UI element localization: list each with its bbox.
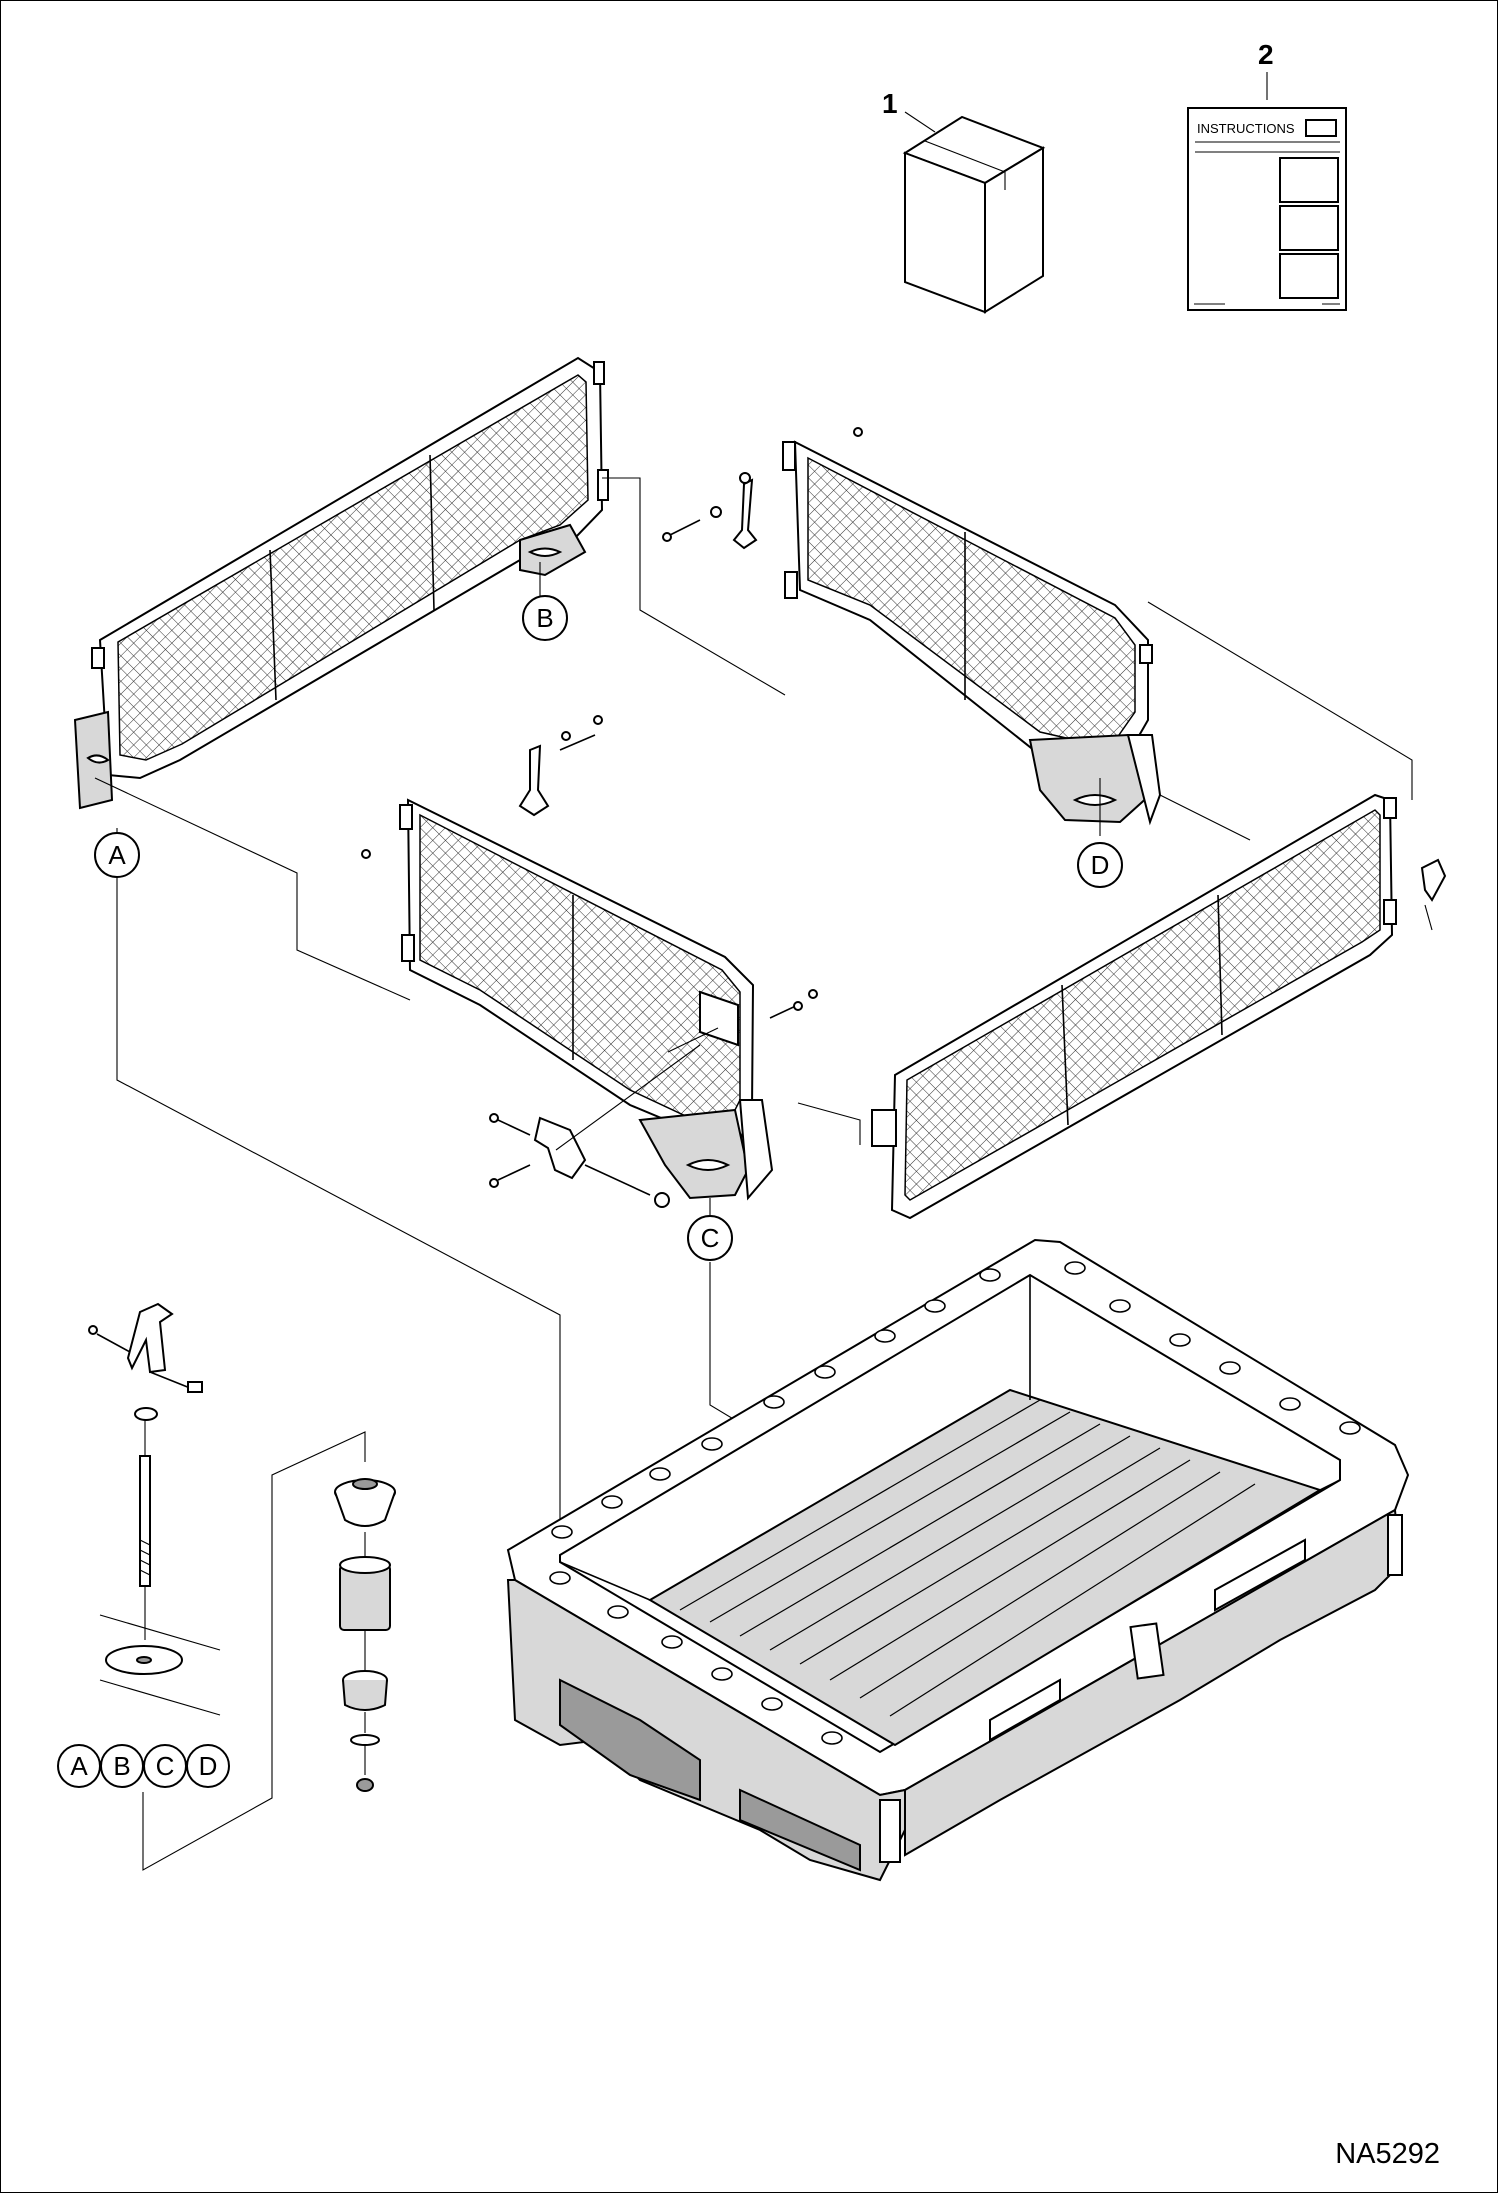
- cargo-box: [506, 1238, 1410, 1882]
- isolator-assembly: [334, 1478, 396, 1792]
- pin-assembly: [88, 1302, 221, 1716]
- legend-marker-row: A B C D: [57, 1744, 230, 1788]
- legend-marker-label: B: [113, 1751, 130, 1781]
- marker-d-label: D: [1091, 850, 1110, 880]
- panel-hardware: [361, 427, 1447, 1208]
- marker-b-label: B: [536, 603, 553, 633]
- rail-panel-b: [73, 356, 609, 810]
- location-marker-b: B: [522, 595, 568, 641]
- marker-c-label: C: [701, 1223, 720, 1253]
- location-marker-d: D: [1077, 842, 1123, 888]
- rail-panel-c: [399, 798, 774, 1201]
- callout-1: 1: [882, 88, 898, 119]
- part-2-instructions: 2 INSTRUCTIONS: [1187, 39, 1347, 311]
- rail-panel-right: [871, 793, 1397, 1220]
- callout-2: 2: [1258, 39, 1274, 70]
- location-marker-c: C: [687, 1215, 733, 1261]
- legend-marker-label: D: [199, 1751, 218, 1781]
- legend-marker-label: A: [70, 1751, 88, 1781]
- marker-a-label: A: [108, 840, 126, 870]
- location-marker-a: A: [94, 832, 140, 878]
- rail-panel-d: [782, 440, 1162, 826]
- reference-code: NA5292: [1335, 2138, 1440, 2170]
- part-1-box: 1: [882, 88, 1046, 314]
- legend-marker-label: C: [156, 1751, 175, 1781]
- instructions-label: INSTRUCTIONS: [1197, 121, 1295, 136]
